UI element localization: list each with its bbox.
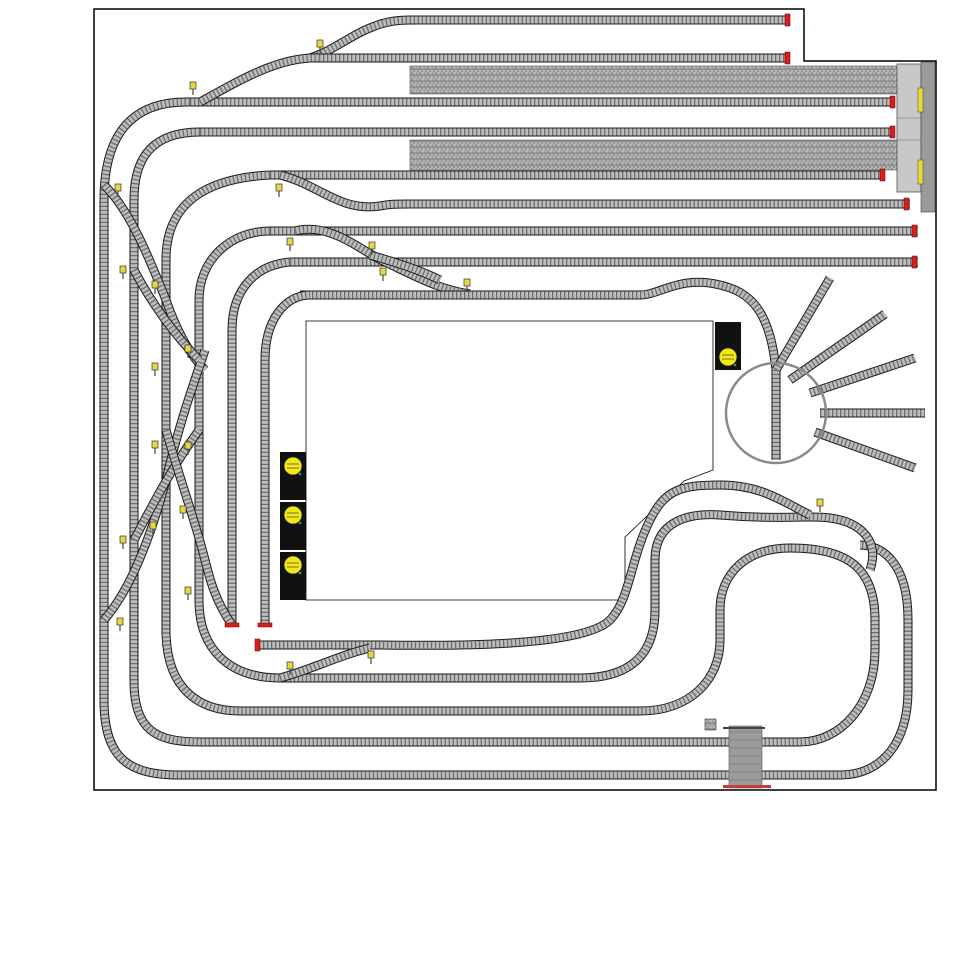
switch-marker-14[interactable]: [184, 586, 192, 600]
switch-marker-3[interactable]: [114, 183, 122, 197]
track-motor-1[interactable]: [280, 452, 306, 500]
platform-upper: [409, 65, 899, 95]
outer-loop: [99, 97, 913, 780]
buffer-stop-4: [889, 125, 896, 139]
switch-marker-20[interactable]: [816, 498, 824, 512]
switch-marker-11[interactable]: [149, 521, 157, 535]
track-motors: [280, 322, 741, 600]
loop-2: [129, 127, 880, 747]
turntable: [724, 361, 828, 465]
inner-spur: [260, 290, 311, 625]
buffer-stop-7: [911, 224, 918, 238]
station-throat-c: [368, 250, 443, 285]
stall-1: [772, 275, 834, 373]
switch-marker-6[interactable]: [184, 344, 192, 358]
platform-lower: [409, 139, 899, 171]
track-motor-2[interactable]: [280, 502, 306, 550]
buffer-stop-9: [224, 622, 240, 628]
buffer-stop-2: [784, 51, 791, 65]
station-track-1: [308, 15, 790, 63]
switch-marker-9[interactable]: [184, 441, 192, 455]
loop-6: [300, 277, 781, 460]
switch-marker-21[interactable]: [367, 650, 375, 664]
switch-marker-10[interactable]: [179, 505, 187, 519]
lower-siding: [278, 643, 372, 683]
buffer-stop-3: [889, 95, 896, 109]
switch-marker-1[interactable]: [316, 39, 324, 53]
switch-marker-2[interactable]: [189, 81, 197, 95]
loop-3: [161, 170, 791, 716]
station-throat-a: [197, 53, 321, 106]
stall-3: [808, 353, 917, 398]
buffer-stop-11: [254, 638, 261, 652]
buffer-stop-8: [911, 255, 918, 269]
switch-marker-13[interactable]: [116, 617, 124, 631]
switch-marker-19[interactable]: [463, 278, 471, 292]
buffer-stop-10: [257, 622, 273, 628]
switch-marker-15[interactable]: [275, 183, 283, 197]
buffer-stops: [224, 13, 918, 652]
stall-5: [813, 427, 917, 473]
switch-markers: [114, 39, 824, 675]
switch-marker-7[interactable]: [151, 362, 159, 376]
loop-5: [227, 257, 291, 625]
track-network: [99, 15, 925, 780]
switch-marker-8[interactable]: [151, 440, 159, 454]
buffer-stop-5: [879, 168, 886, 182]
switch-marker-18[interactable]: [379, 267, 387, 281]
switch-marker-4[interactable]: [119, 265, 127, 279]
track-motor-4[interactable]: [715, 322, 741, 370]
station-track-6: [278, 170, 910, 212]
switch-marker-5[interactable]: [151, 280, 159, 294]
track-motor-3[interactable]: [280, 552, 306, 600]
level-crossing: [704, 718, 771, 789]
switch-marker-17[interactable]: [368, 241, 376, 255]
switch-marker-22[interactable]: [286, 661, 294, 675]
crossover-e: [161, 428, 236, 628]
loop-4: [194, 226, 878, 683]
buffer-stop-6: [903, 197, 910, 211]
inner-siding: [255, 480, 813, 650]
switch-marker-16[interactable]: [286, 237, 294, 251]
station-building: [896, 61, 936, 213]
buffer-stop-1: [784, 13, 791, 27]
switch-marker-12[interactable]: [119, 535, 127, 549]
stall-2: [787, 310, 888, 384]
